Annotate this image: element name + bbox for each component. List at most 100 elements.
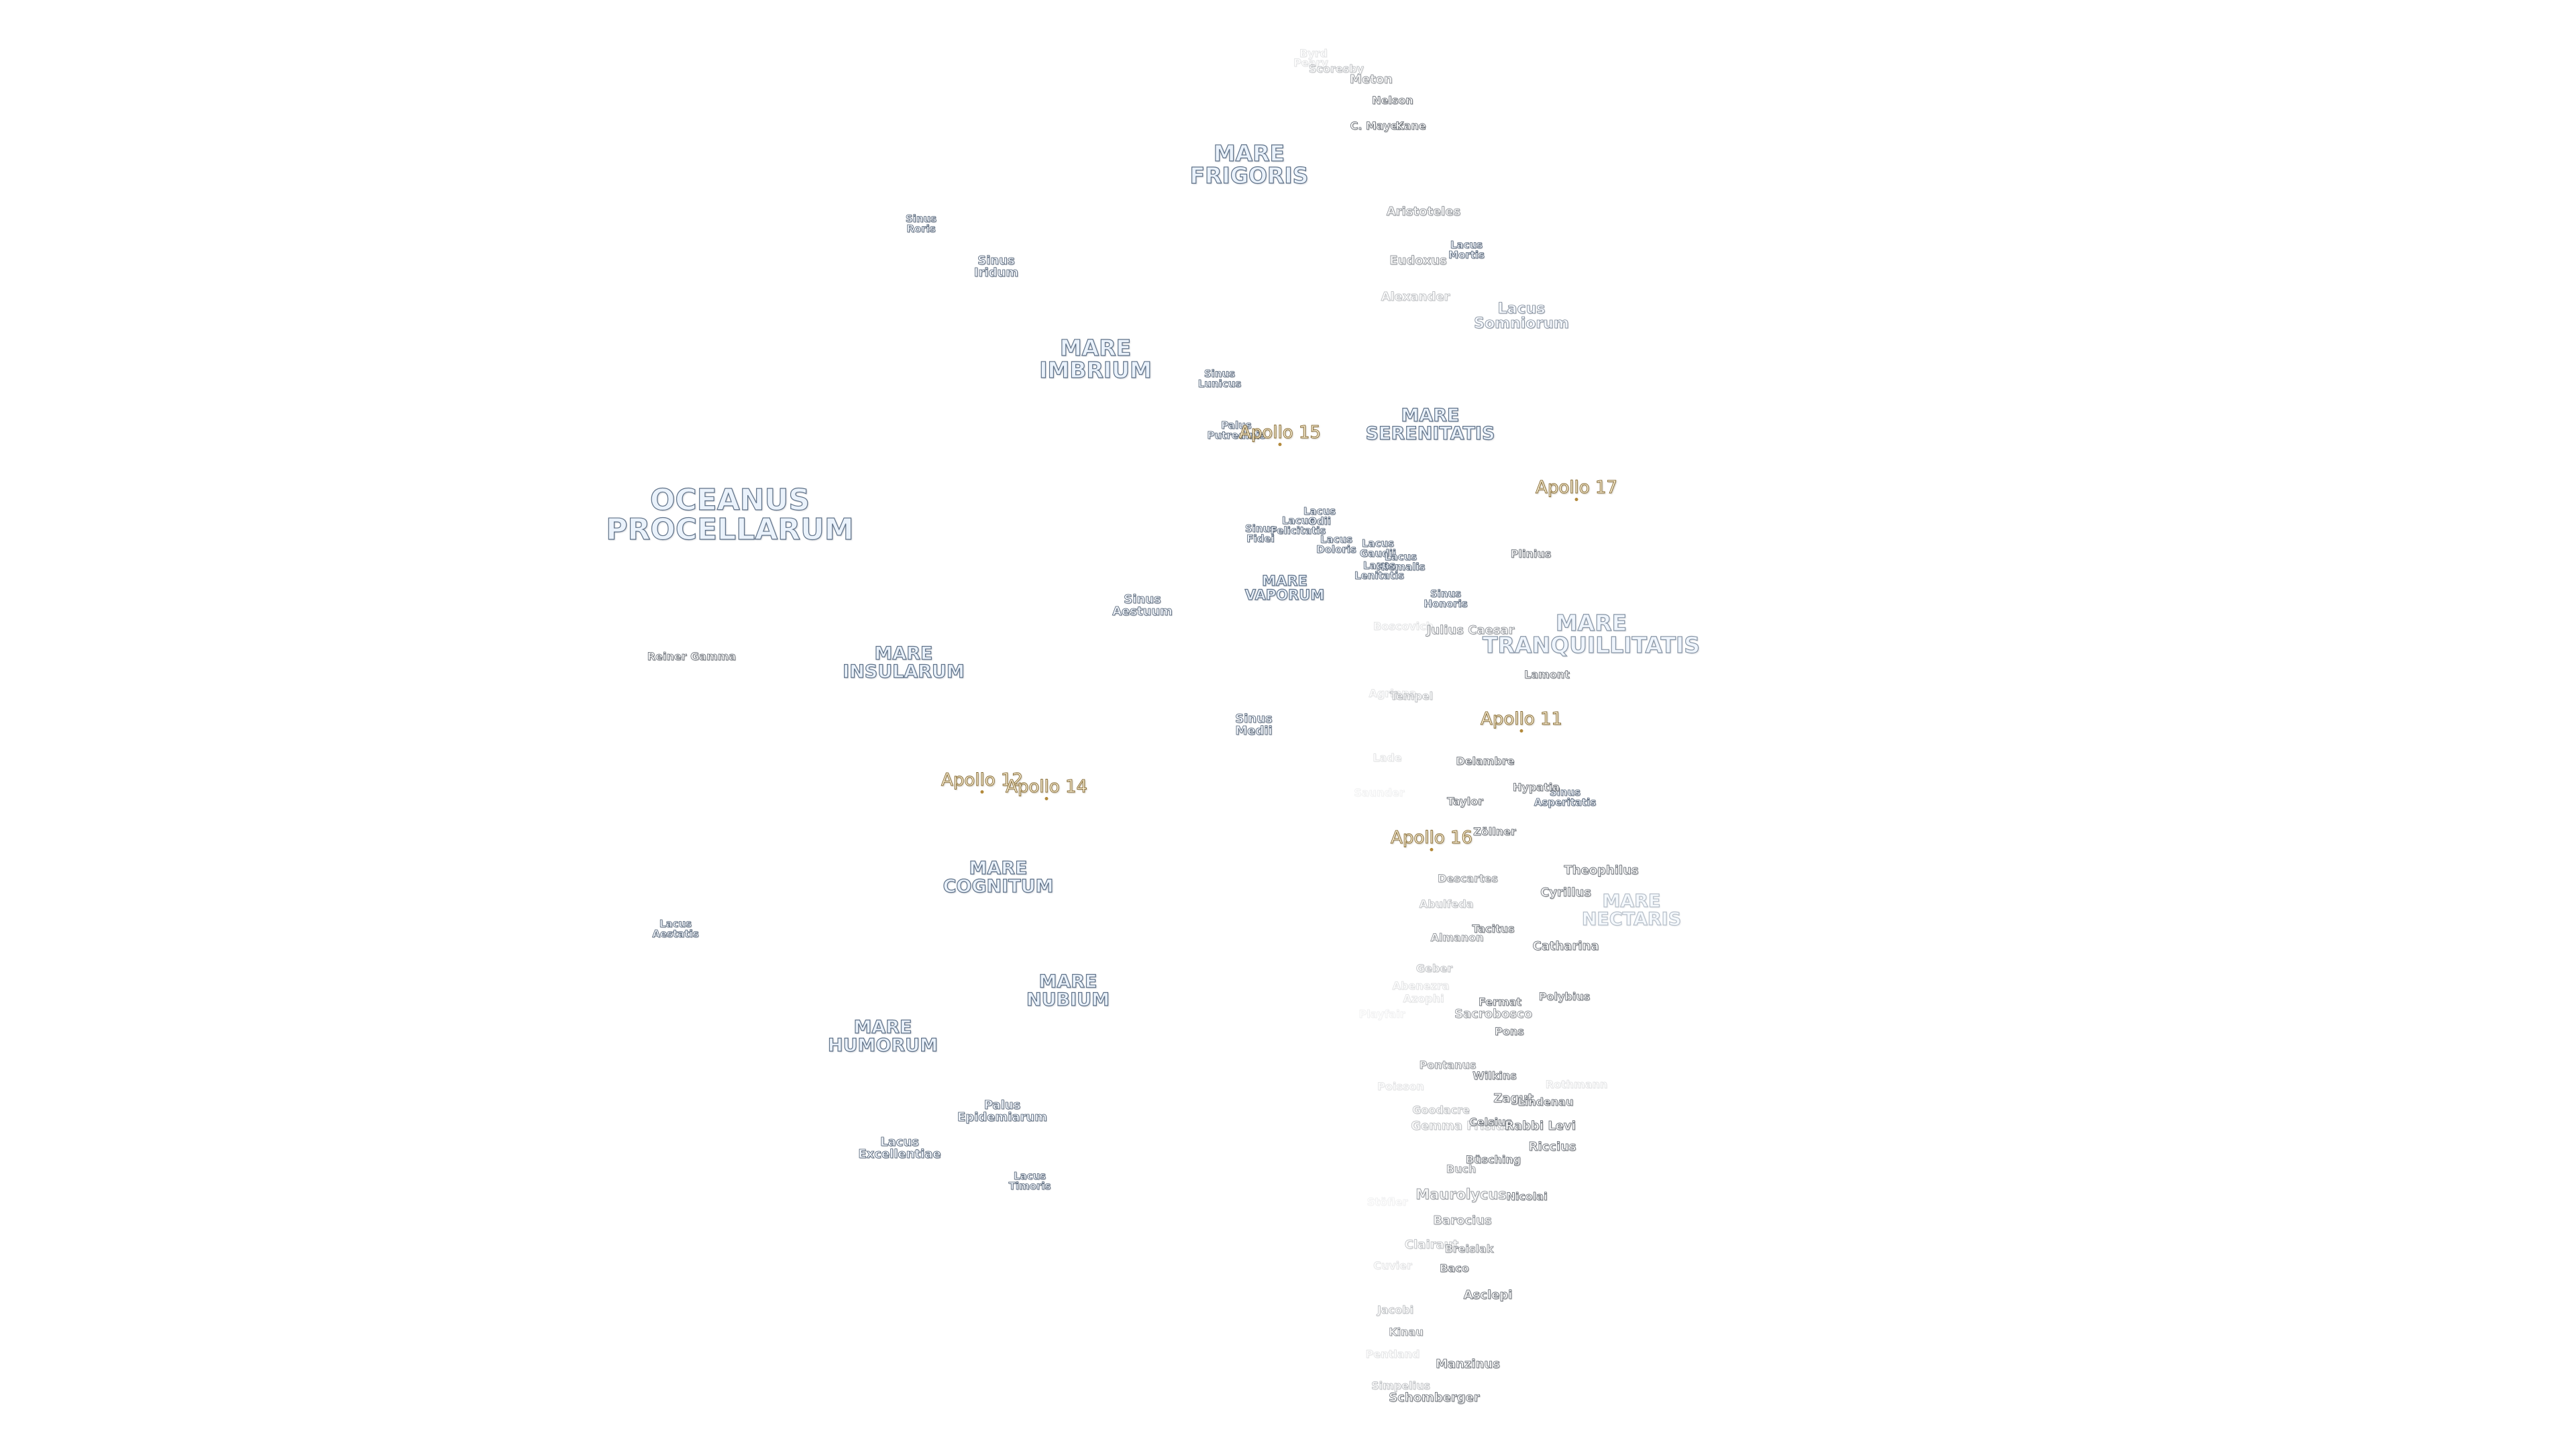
- label-apollo-11: Apollo 11: [1481, 709, 1563, 729]
- label-crater-nelson: Nelson: [1372, 94, 1413, 107]
- label-apollo-17: Apollo 17: [1536, 478, 1618, 498]
- label-crater-theophilus: Theophilus: [1564, 863, 1639, 877]
- label-crater-cuvier: Cuvier: [1373, 1259, 1412, 1272]
- label-lacus-aestatis: Lacus Aestatis: [652, 918, 699, 940]
- label-crater-rothmann: Rothmann: [1545, 1078, 1608, 1091]
- apollo-14-marker: [1044, 797, 1049, 800]
- label-lacus-felicitatis: Lacus Felicitatis: [1270, 515, 1326, 537]
- label-crater-rabbi-levi: Rabbi Levi: [1505, 1119, 1576, 1133]
- label-lacus-somniorum: Lacus Somniorum: [1474, 301, 1569, 332]
- label-palus-putredinis: Palus Putredinis: [1207, 419, 1266, 441]
- label-crater-nicolai: Nicolai: [1506, 1190, 1548, 1203]
- label-apollo-15: Apollo 15: [1239, 423, 1322, 443]
- label-crater-boscovich: Boscovich: [1373, 620, 1434, 633]
- label-crater-baco: Baco: [1440, 1262, 1469, 1275]
- label-sinus-iridum: Sinus Iridum: [973, 254, 1019, 280]
- label-crater-catharina: Catharina: [1532, 939, 1599, 953]
- label-crater-agrippa: Agrippa: [1368, 687, 1417, 700]
- label-crater-cyrillus: Cyrillus: [1540, 885, 1592, 900]
- label-crater-taylor: Taylor: [1447, 795, 1484, 808]
- label-crater-pontanus: Pontanus: [1419, 1059, 1477, 1071]
- label-crater-meton: Meton: [1350, 72, 1393, 87]
- apollo-17-marker: [1574, 498, 1578, 501]
- label-crater-wilkins: Wilkins: [1472, 1069, 1517, 1082]
- label-crater-plinius: Plinius: [1510, 547, 1552, 560]
- label-crater-gemma-frisius: Gemma Frisius: [1411, 1119, 1511, 1133]
- label-mare-nubium: MARE NUBIUM: [1026, 971, 1110, 1010]
- label-crater-geber: Geber: [1415, 962, 1453, 975]
- label-crater-almanon: Almanon: [1430, 931, 1484, 944]
- label-crater-barocius: Barocius: [1433, 1214, 1492, 1228]
- label-crater-sacrobosco: Sacrobosco: [1454, 1007, 1533, 1021]
- label-mare-serenitatis: MARE SERENITATIS: [1365, 405, 1495, 444]
- label-crater-delambre: Delambre: [1456, 755, 1515, 767]
- label-apollo-16: Apollo 16: [1391, 828, 1473, 848]
- label-mare-nectaris: MARE NECTARIS: [1581, 891, 1682, 930]
- label-palus-epidemiarum: Palus Epidemiarum: [957, 1098, 1048, 1124]
- label-lacus-odii: Lacus Odii: [1303, 505, 1336, 527]
- label-crater-zagut: Zagut: [1493, 1091, 1534, 1106]
- label-lacus-excellentiae: Lacus Excellentiae: [858, 1135, 941, 1161]
- label-crater-reiner-gamma: Reiner Gamma: [647, 650, 737, 663]
- label-crater-descartes: Descartes: [1438, 872, 1499, 885]
- label-crater-kinau: Kinau: [1389, 1326, 1424, 1338]
- label-crater-lamont: Lamont: [1524, 668, 1570, 681]
- label-crater-kane: Kane: [1395, 119, 1426, 132]
- label-sinus-asperitatis: Sinus Asperitatis: [1534, 786, 1597, 808]
- label-crater-aristoteles: Aristoteles: [1386, 205, 1461, 219]
- label-mare-vaporum: MARE VAPORUM: [1244, 573, 1325, 603]
- label-lacus-hiemalis: Lacus Hiemalis: [1376, 551, 1426, 573]
- label-sinus-aestuum: Sinus Aestuum: [1112, 592, 1173, 619]
- label-crater-lindenau: Lindenau: [1517, 1095, 1574, 1108]
- apollo-16-marker: [1430, 848, 1434, 851]
- label-crater-pons: Pons: [1495, 1025, 1524, 1038]
- label-mare-frigoris: MARE FRIGORIS: [1189, 140, 1309, 189]
- label-crater-polybius: Polybius: [1538, 990, 1591, 1003]
- label-crater-jacobi: Jacobi: [1377, 1303, 1414, 1316]
- label-sinus-roris: Sinus Roris: [905, 213, 937, 235]
- label-crater-poisson: Poisson: [1377, 1080, 1424, 1093]
- label-crater-azophi: Azophi: [1403, 992, 1444, 1005]
- label-mare-tranquillitatis: MARE TRANQUILLITATIS: [1482, 610, 1701, 658]
- label-crater-tempel: Tempel: [1389, 690, 1434, 702]
- label-crater-saunder: Saunder: [1354, 786, 1405, 799]
- label-crater-lade: Lade: [1373, 751, 1402, 764]
- label-crater-c-mayer: C. Mayer: [1350, 119, 1403, 132]
- label-crater-riccius: Riccius: [1528, 1140, 1576, 1154]
- label-apollo-14: Apollo 14: [1006, 777, 1088, 797]
- label-crater-buch: Buch: [1446, 1163, 1477, 1175]
- label-crater-goodacre: Goodacre: [1412, 1104, 1470, 1116]
- label-lacus-timoris: Lacus Timoris: [1008, 1170, 1051, 1192]
- label-oceanus-procellarum: OCEANUS PROCELLARUM: [606, 483, 855, 547]
- label-crater-byrd: Byrd: [1299, 47, 1328, 60]
- label-mare-imbrium: MARE IMBRIUM: [1039, 335, 1152, 383]
- label-crater-tacitus: Tacitus: [1472, 922, 1515, 935]
- label-lacus-gaudii: Lacus Gaudii: [1359, 537, 1397, 559]
- label-crater-stofler: Stöfler: [1366, 1195, 1408, 1208]
- label-crater-celsius: Celsius: [1469, 1116, 1513, 1128]
- label-mare-insularum: MARE INSULARUM: [843, 643, 965, 682]
- label-crater-abenezra: Abenezra: [1392, 979, 1450, 992]
- label-crater-playfair: Playfair: [1358, 1008, 1405, 1020]
- label-crater-breislak: Breislak: [1444, 1242, 1494, 1255]
- label-lacus-lenitatis: Lacus Lenitatis: [1354, 559, 1405, 582]
- label-sinus-lunicus: Sinus Lunicus: [1197, 368, 1242, 390]
- label-apollo-12: Apollo 12: [941, 770, 1024, 790]
- label-crater-busching: Büsching: [1465, 1153, 1521, 1166]
- label-crater-eudoxus: Eudoxus: [1389, 254, 1447, 268]
- label-crater-maurolycus: Maurolycus: [1415, 1186, 1507, 1203]
- label-crater-pentland: Pentland: [1365, 1348, 1420, 1360]
- label-crater-abulfeda: Abulfeda: [1419, 898, 1474, 910]
- label-crater-julius-caesar: Julius Caesar: [1426, 623, 1515, 637]
- label-lacus-doloris: Lacus Doloris: [1316, 533, 1356, 555]
- label-lacus-mortis: Lacus Mortis: [1448, 239, 1485, 261]
- label-crater-scoresby: Scoresby: [1308, 62, 1364, 75]
- apollo-15-marker: [1278, 443, 1282, 446]
- label-crater-clairaut: Clairaut: [1404, 1238, 1459, 1252]
- apollo-11-marker: [1519, 729, 1523, 733]
- label-mare-humorum: MARE HUMORUM: [827, 1017, 938, 1056]
- label-crater-hypatia: Hypatia: [1513, 781, 1560, 794]
- label-mare-cognitum: MARE COGNITUM: [943, 858, 1054, 897]
- label-sinus-honoris: Sinus Honoris: [1424, 588, 1468, 610]
